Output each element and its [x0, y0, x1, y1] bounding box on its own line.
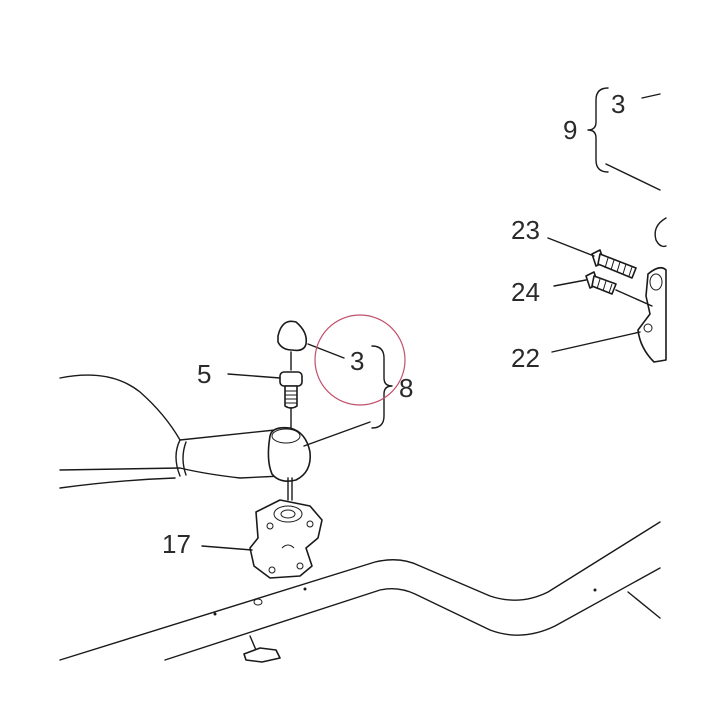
callout-17: 17 [162, 529, 191, 559]
bottom-bracket [243, 635, 281, 663]
callout-24: 24 [511, 277, 540, 307]
highlight-circle [314, 314, 406, 406]
bolt-23 [591, 249, 637, 279]
callout-5: 5 [197, 359, 211, 389]
callout-3-top: 3 [611, 89, 625, 119]
callout-22: 22 [511, 343, 540, 373]
ball-end-knob [267, 426, 312, 501]
right-lever-assembly [637, 217, 667, 363]
handlebar-grip [59, 374, 283, 489]
bracket-9 [587, 87, 609, 173]
mount-block [249, 499, 323, 579]
leader-lines [201, 93, 661, 551]
bracket-8 [371, 345, 393, 429]
callout-3-mid: 3 [350, 346, 364, 376]
frame-rails [59, 521, 661, 661]
callout-23: 23 [511, 215, 540, 245]
callout-9: 9 [563, 115, 577, 145]
screw-part [279, 351, 303, 429]
bolt-24 [585, 271, 653, 307]
cap-part [277, 320, 308, 352]
callout-8: 8 [399, 373, 413, 403]
